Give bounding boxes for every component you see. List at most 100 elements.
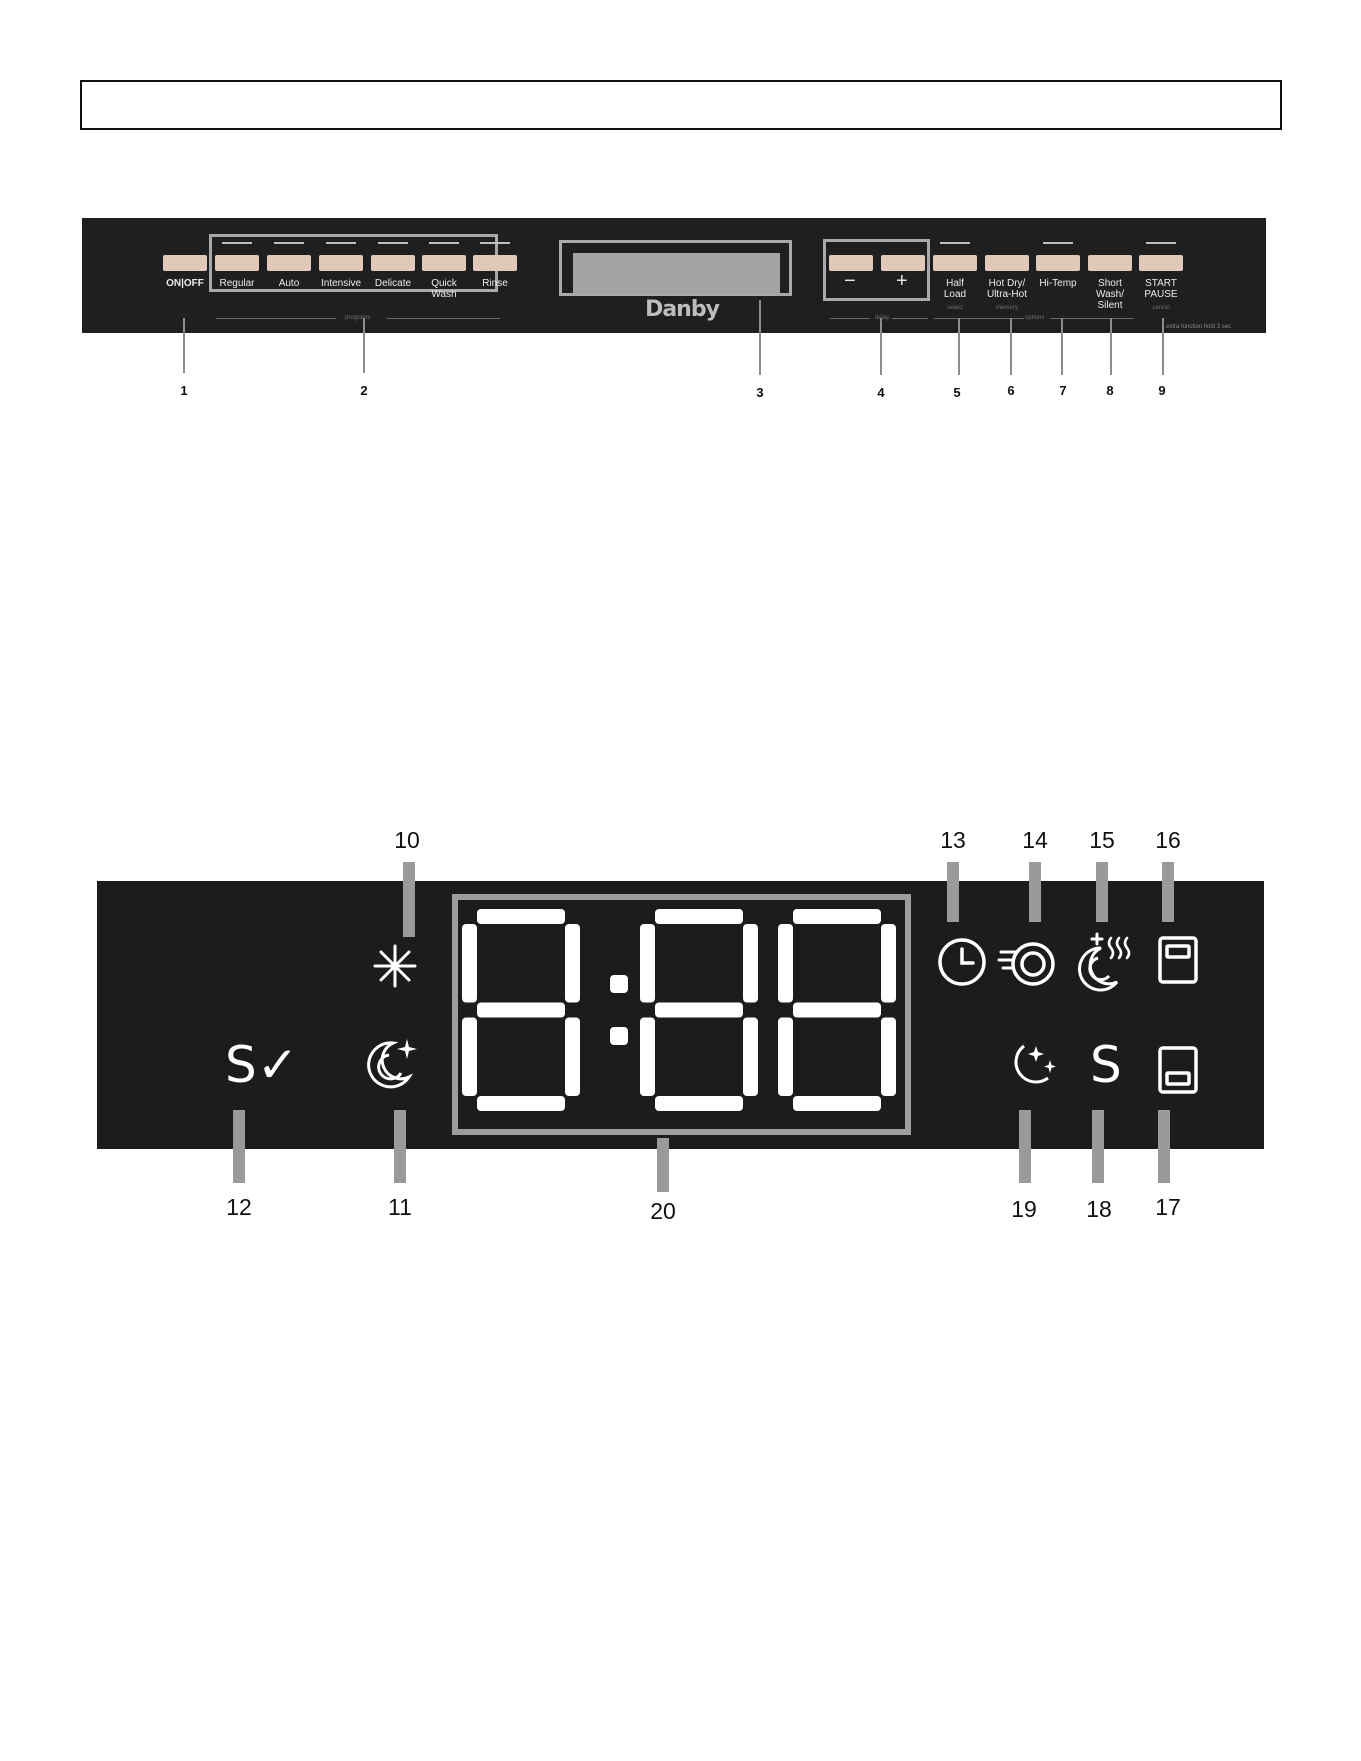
callout-number: 14 <box>1010 827 1060 853</box>
segment-b <box>565 924 580 1003</box>
segment-d <box>655 1096 743 1111</box>
segment-d <box>477 1096 565 1111</box>
callout-leader <box>657 1138 669 1192</box>
callout-number: 19 <box>999 1196 1049 1222</box>
callout-number: 15 <box>1077 827 1127 853</box>
callout-leader <box>1092 1110 1104 1183</box>
callout-leader <box>1096 862 1108 922</box>
segment-e <box>778 1018 793 1097</box>
program-indicator <box>326 242 356 244</box>
callout-leader <box>1019 1110 1031 1183</box>
callout-leader <box>233 1110 245 1183</box>
snowflake-icon <box>369 940 421 992</box>
callout-leader <box>759 300 761 375</box>
delay-rule <box>830 318 870 319</box>
segment-c <box>565 1018 580 1097</box>
brand-logo: Danby <box>627 298 737 322</box>
segment-f <box>640 924 655 1003</box>
colon-dot <box>610 975 628 993</box>
segment-c <box>743 1018 758 1097</box>
callout-leader <box>1162 862 1174 922</box>
program-button-delicate[interactable] <box>371 255 415 271</box>
start-pause-label: START PAUSE <box>1139 278 1183 300</box>
callout-number: 4 <box>866 385 896 400</box>
digit-8 <box>778 909 896 1111</box>
power-button[interactable] <box>163 255 207 271</box>
short-wash-button[interactable] <box>1088 255 1132 271</box>
program-indicator <box>480 242 510 244</box>
programs-rule <box>387 318 500 319</box>
option-indicator <box>1146 242 1176 244</box>
display-panel: S✓ <box>97 881 1264 1149</box>
callout-number: 16 <box>1143 827 1193 853</box>
callout-leader <box>958 318 960 375</box>
start-pause-button[interactable] <box>1139 255 1183 271</box>
programs-rule <box>216 318 336 319</box>
callout-leader <box>1029 862 1041 922</box>
lcd-window <box>573 253 780 294</box>
program-button-rinse[interactable] <box>473 255 517 271</box>
callout-number: 13 <box>928 827 978 853</box>
callout-number: 6 <box>996 383 1026 398</box>
programs-group-label: programs <box>345 315 370 322</box>
callout-leader <box>363 318 365 373</box>
callout-number: 20 <box>638 1198 688 1224</box>
segment-f <box>778 924 793 1003</box>
option-label: Half Load <box>935 278 975 300</box>
segment-g <box>793 1003 881 1018</box>
callout-number: 9 <box>1147 383 1177 398</box>
callout-leader <box>403 862 415 937</box>
callout-number: 1 <box>169 383 199 398</box>
callout-number: 8 <box>1095 383 1125 398</box>
digit-8 <box>462 909 580 1111</box>
segment-g <box>477 1003 565 1018</box>
sanitize-moon-icon <box>363 1035 421 1091</box>
segment-a <box>793 909 881 924</box>
segment-d <box>793 1096 881 1111</box>
program-button-intensive[interactable] <box>319 255 363 271</box>
program-indicator <box>222 242 252 244</box>
callout-leader <box>394 1110 406 1183</box>
program-button-auto[interactable] <box>267 255 311 271</box>
segment-g <box>655 1003 743 1018</box>
segment-f <box>462 924 477 1003</box>
delay-minus-button[interactable] <box>829 255 873 271</box>
delay-group-label: delay <box>875 315 889 322</box>
callout-leader <box>1110 318 1112 375</box>
hot-dry-steam-icon <box>1073 930 1135 992</box>
option-label: Short Wash/ Silent <box>1090 278 1130 311</box>
start-sublabel: cancel <box>1126 305 1196 312</box>
program-label: Delicate <box>356 278 430 289</box>
clock-icon <box>936 936 988 988</box>
callout-number: 7 <box>1048 383 1078 398</box>
option-indicator <box>940 242 970 244</box>
callout-leader <box>1162 318 1164 375</box>
half-load-button[interactable] <box>933 255 977 271</box>
fast-dish-icon <box>997 934 1059 990</box>
callout-number: 12 <box>214 1194 264 1220</box>
program-button-regular[interactable] <box>215 255 259 271</box>
plus-icon: + <box>896 271 908 291</box>
program-indicator <box>378 242 408 244</box>
delay-rule <box>892 318 928 319</box>
callout-number: 10 <box>382 827 432 853</box>
program-button-quick-wash[interactable] <box>422 255 466 271</box>
callout-number: 5 <box>942 385 972 400</box>
segment-a <box>655 909 743 924</box>
hot-dry-button[interactable] <box>985 255 1029 271</box>
softener-s-icon: S <box>1090 1037 1122 1093</box>
callout-number: 2 <box>349 383 379 398</box>
segment-e <box>462 1018 477 1097</box>
segment-e <box>640 1018 655 1097</box>
callout-number: 3 <box>745 385 775 400</box>
program-indicator <box>429 242 459 244</box>
delay-plus-button[interactable] <box>881 255 925 271</box>
options-group-label: options <box>1025 315 1044 322</box>
extra-function-note: extra function hold 3 sec <box>1166 324 1231 331</box>
control-panel: ON|OFF Regular Auto Intensive Delicate Q… <box>82 218 1266 333</box>
callout-leader <box>1061 318 1063 375</box>
option-sublabel: memory <box>972 305 1042 312</box>
callout-number: 11 <box>375 1194 425 1220</box>
hi-temp-button[interactable] <box>1036 255 1080 271</box>
upper-rack-icon <box>1157 935 1199 985</box>
